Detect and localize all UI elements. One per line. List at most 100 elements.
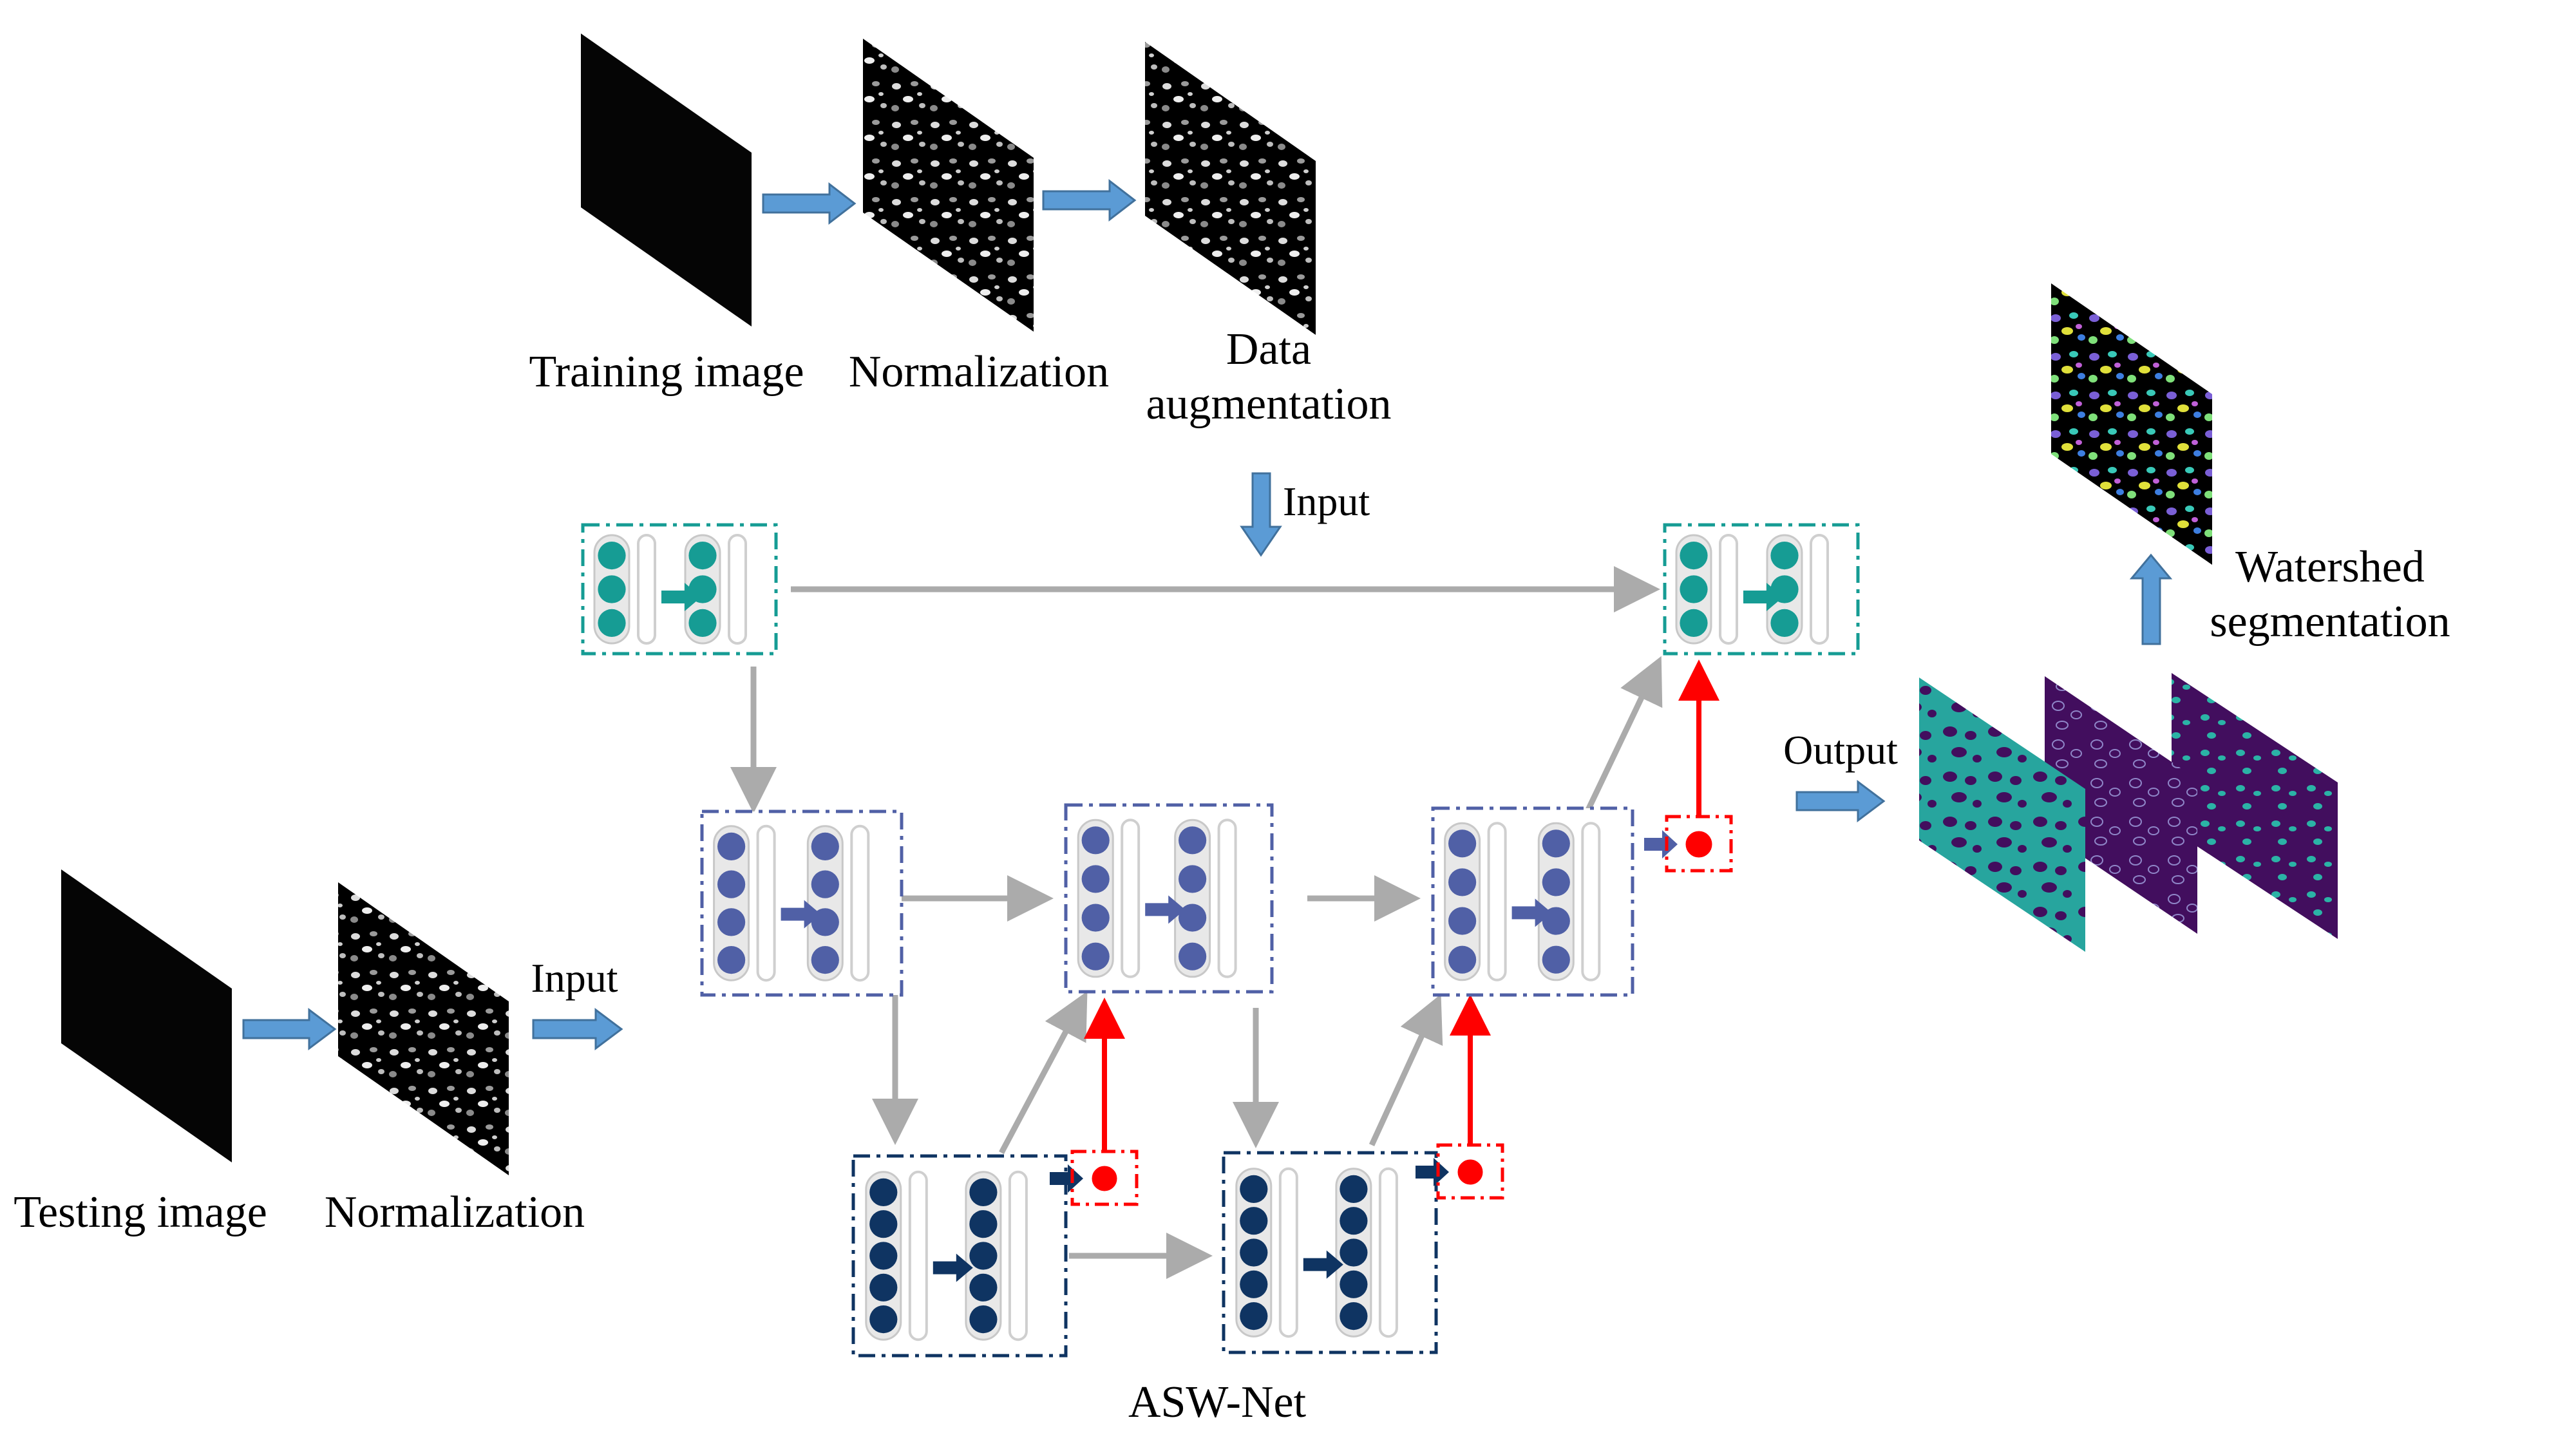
neuron-dot	[1179, 826, 1207, 855]
neuron-dot	[1340, 1238, 1368, 1267]
block-arrow-icon	[1303, 1250, 1343, 1279]
block-arrow-icon	[933, 1253, 973, 1282]
red-dot-icon	[1682, 828, 1716, 861]
neuron-dot	[688, 542, 717, 570]
input-label-bottom: Input	[531, 955, 618, 1001]
feature-block-level3	[1222, 1151, 1438, 1354]
neuron-column-icon	[1675, 534, 1738, 645]
watershed-result-image	[2051, 283, 2212, 565]
neuron-column-icon	[1335, 1167, 1398, 1338]
mask-output-1	[1919, 677, 2085, 952]
neuron-dot	[869, 1273, 898, 1302]
neuron-dot	[869, 1178, 898, 1206]
neuron-dot	[1680, 575, 1708, 603]
neuron-dot	[1448, 945, 1477, 974]
flow-arrow	[1042, 178, 1137, 222]
up-arrow-l3b	[1368, 994, 1443, 1146]
neuron-dot	[1542, 829, 1570, 858]
neuron-dot	[869, 1305, 898, 1334]
neuron-dot	[717, 908, 746, 936]
normalization-label-bottom: Normalization	[325, 1188, 585, 1237]
neuron-column-icon	[713, 824, 776, 982]
neuron-column-icon	[1174, 819, 1237, 978]
gate-arrow-icon	[1416, 1158, 1449, 1186]
neuron-dot	[688, 609, 717, 638]
neuron-dot	[869, 1210, 898, 1238]
feature-block-level1	[1663, 523, 1860, 656]
neuron-dot	[1179, 904, 1207, 932]
neuron-dot	[869, 1242, 898, 1270]
testing-image	[61, 869, 232, 1162]
watershed-segmentation-label: Watershed segmentation	[2210, 542, 2450, 647]
neuron-dot	[1240, 1175, 1268, 1203]
up-arrow-l2	[1581, 656, 1663, 819]
neuron-column-icon	[806, 824, 870, 982]
output-label: Output	[1783, 727, 1898, 773]
neuron-dot	[1340, 1270, 1368, 1298]
neuron-dot	[598, 542, 626, 570]
gate-arrow-icon	[1050, 1164, 1083, 1193]
neuron-column-icon	[1444, 822, 1507, 981]
mask-output-3	[2172, 673, 2338, 939]
neuron-column-icon	[1235, 1167, 1298, 1338]
output-arrow	[1795, 780, 1886, 822]
normalization-label-top: Normalization	[849, 347, 1109, 397]
normalized-testing-image	[338, 882, 509, 1175]
neuron-dot	[1240, 1238, 1268, 1267]
neuron-dot	[969, 1273, 998, 1302]
feature-block-level2	[700, 810, 904, 997]
neuron-dot	[1240, 1302, 1268, 1331]
neuron-dot	[969, 1242, 998, 1270]
neuron-column-icon	[1537, 822, 1601, 981]
neuron-dot	[969, 1305, 998, 1334]
block-arrow-icon	[661, 583, 701, 611]
neuron-dot	[1448, 868, 1477, 896]
input-down-arrow	[1240, 472, 1282, 557]
block-arrow-icon	[781, 900, 821, 929]
feature-block-level3	[851, 1154, 1068, 1358]
neuron-dot	[1770, 542, 1799, 570]
data-augmentation-label: Data augmentation	[1146, 325, 1392, 430]
network-blocks	[581, 523, 1860, 1358]
neuron-dot	[1448, 829, 1477, 858]
block-arrow-icon	[1511, 898, 1552, 927]
neuron-dot	[811, 832, 839, 860]
attention-gate	[1436, 1143, 1504, 1200]
neuron-column-icon	[684, 534, 747, 645]
input-label-top: Input	[1283, 478, 1370, 524]
attention-gate	[1070, 1150, 1139, 1206]
neuron-dot	[717, 946, 746, 974]
flow-arrow-up	[2129, 553, 2173, 645]
neuron-column-icon	[1077, 819, 1141, 978]
neuron-dot	[1081, 826, 1110, 855]
neuron-dot	[717, 870, 746, 898]
neuron-dot	[598, 609, 626, 638]
neuron-dot	[1542, 945, 1570, 974]
attention-gate	[1665, 815, 1733, 873]
up-arrow-l3a	[999, 991, 1088, 1155]
training-image	[581, 33, 752, 327]
block-arrow-icon	[1743, 583, 1783, 611]
gate-arrow-icon	[1644, 830, 1678, 858]
neuron-dot	[969, 1210, 998, 1238]
neuron-dot	[1081, 904, 1110, 932]
flow-arrow	[242, 1008, 337, 1050]
normalized-training-image	[863, 39, 1034, 332]
neuron-column-icon	[965, 1170, 1028, 1341]
augmented-training-image	[1145, 42, 1316, 335]
input-arrow-right	[532, 1008, 623, 1050]
neuron-dot	[1081, 865, 1110, 893]
feature-block-level2	[1064, 803, 1274, 994]
mask-output-2	[2045, 676, 2197, 934]
neuron-dot	[1340, 1175, 1368, 1203]
neuron-dot	[1179, 865, 1207, 893]
block-arrow-icon	[1145, 895, 1186, 924]
neuron-dot	[1240, 1270, 1268, 1298]
flow-arrow	[762, 182, 857, 225]
neuron-dot	[1340, 1302, 1368, 1331]
neuron-dot	[598, 575, 626, 603]
neuron-dot	[1542, 868, 1570, 896]
neuron-dot	[1448, 907, 1477, 935]
neuron-dot	[1081, 942, 1110, 971]
